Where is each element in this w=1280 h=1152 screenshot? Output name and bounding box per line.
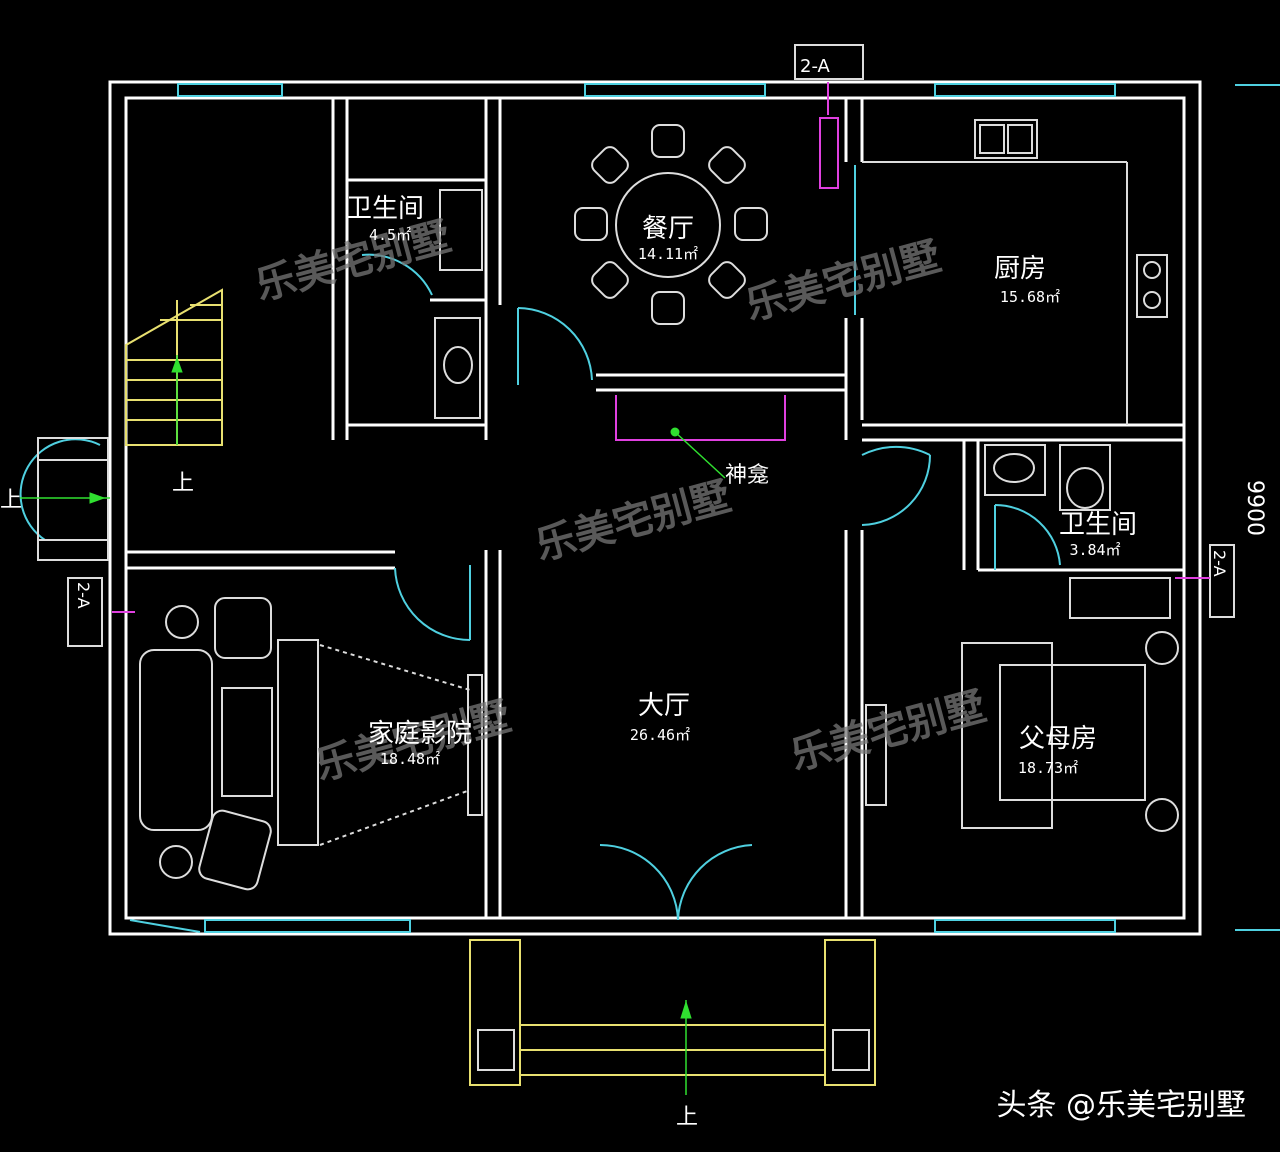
section-top-label: 2-A: [800, 56, 831, 77]
section-left-label: 2-A: [74, 582, 93, 609]
watermark-3: 乐美宅别墅: [531, 473, 736, 569]
room-labels: 卫生间 4.5㎡ 餐厅 14.11㎡ 厨房 15.68㎡ 神龛 卫生间 3.84…: [346, 194, 1137, 777]
up-bottom-label: 上: [676, 1105, 698, 1130]
staircases: [37, 288, 876, 1086]
theater-name: 家庭影院: [368, 719, 472, 749]
watermarks: 乐美宅别墅 乐美宅别墅 乐美宅别墅 乐美宅别墅 乐美宅别墅: [251, 213, 991, 789]
bath1-name: 卫生间: [346, 194, 424, 224]
footer-credit: 头条 @乐美宅别墅: [996, 1088, 1246, 1123]
parents-furniture: [865, 631, 1179, 832]
kitchen-fixtures: [862, 119, 1168, 425]
dining-table: [574, 124, 768, 325]
watermark-5: 乐美宅别墅: [786, 683, 991, 779]
dining-area: 14.11㎡: [638, 245, 698, 263]
bath2-name: 卫生间: [1059, 510, 1137, 540]
shrine-name: 神龛: [725, 463, 769, 488]
watermark-2: 乐美宅别墅: [741, 233, 946, 329]
kitchen-area: 15.68㎡: [1000, 288, 1060, 306]
markers: [20, 44, 1280, 1095]
shrine: [615, 395, 786, 479]
misc-labels: 上 上 上 9900 2-A 2-A 2-A: [0, 56, 1267, 1130]
parents-name: 父母房: [1019, 724, 1097, 754]
doors: [19, 253, 1061, 921]
hall-area: 26.46㎡: [630, 726, 690, 744]
dining-name: 餐厅: [642, 214, 694, 244]
bath1-area: 4.5㎡: [369, 226, 411, 244]
dimension-label: 9900: [1242, 480, 1267, 536]
theater-furniture: [139, 597, 483, 891]
up-stair-label: 上: [172, 471, 194, 496]
windows: [129, 83, 1116, 933]
theater-area: 18.48㎡: [380, 750, 440, 768]
hall-name: 大厅: [638, 691, 690, 721]
up-left-label: 上: [0, 488, 22, 513]
walls: [108, 80, 1202, 936]
parents-area: 18.73㎡: [1018, 759, 1078, 777]
section-right-label: 2-A: [1210, 550, 1229, 577]
bathroom-fixtures: [434, 189, 1171, 619]
kitchen-name: 厨房: [994, 254, 1046, 284]
bath2-area: 3.84㎡: [1069, 541, 1120, 559]
watermark-1: 乐美宅别墅: [251, 213, 456, 309]
